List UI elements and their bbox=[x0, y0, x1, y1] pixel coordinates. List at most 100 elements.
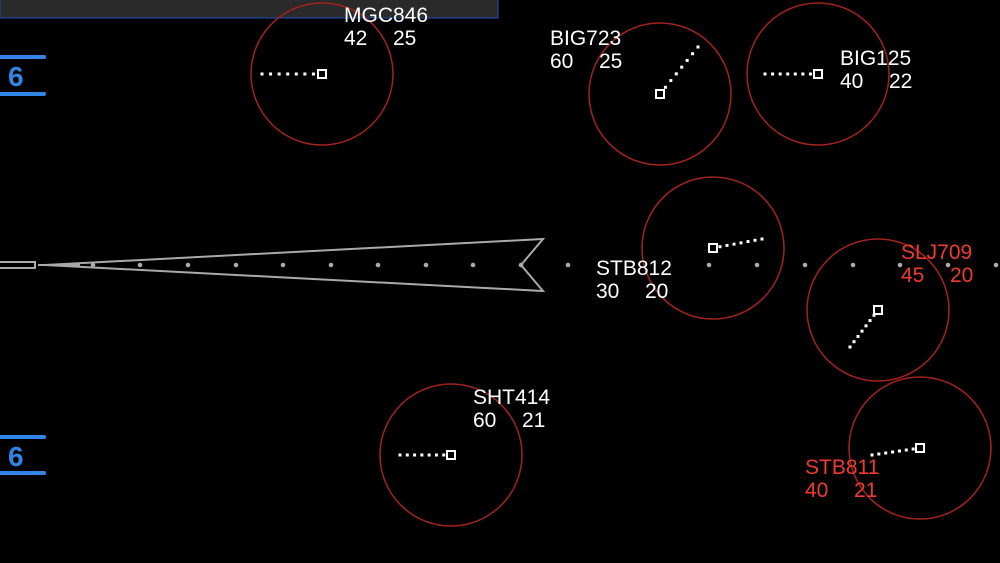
callsign[interactable]: MGC846 bbox=[344, 4, 428, 27]
history-dot bbox=[427, 453, 431, 457]
approach-dot bbox=[802, 262, 808, 268]
top-panel bbox=[0, 0, 499, 19]
history-dot bbox=[691, 52, 695, 56]
altitude-marker-label: 6 bbox=[8, 441, 24, 472]
aircraft-target-icon[interactable] bbox=[708, 243, 718, 253]
history-dot bbox=[897, 449, 901, 453]
separation-ring bbox=[641, 176, 785, 320]
history-dot bbox=[801, 72, 805, 76]
approach-dot bbox=[754, 262, 760, 268]
speed: 20 bbox=[645, 280, 668, 303]
approach-dot bbox=[185, 262, 191, 268]
history-dot bbox=[808, 72, 812, 76]
altitude: 60 bbox=[473, 409, 496, 432]
speed: 22 bbox=[889, 70, 912, 93]
altitude: 42 bbox=[344, 27, 367, 50]
history-dot bbox=[718, 245, 722, 249]
aircraft-target-icon[interactable] bbox=[317, 69, 327, 79]
history-dot bbox=[868, 319, 872, 323]
history-dot bbox=[771, 72, 775, 76]
history-dot bbox=[674, 72, 678, 76]
speed: 21 bbox=[522, 409, 545, 432]
altitude: 30 bbox=[596, 280, 619, 303]
runway-approach bbox=[0, 237, 546, 293]
aircraft-target-icon[interactable] bbox=[873, 305, 883, 315]
history-dot bbox=[753, 238, 757, 242]
history-dot bbox=[763, 72, 767, 76]
history-dot bbox=[732, 242, 736, 246]
history-dot bbox=[669, 79, 673, 83]
callsign[interactable]: SHT414 bbox=[473, 386, 550, 409]
history-dot bbox=[860, 329, 864, 333]
history-dot bbox=[398, 453, 402, 457]
history-dot bbox=[420, 453, 424, 457]
altitude: 40 bbox=[840, 70, 863, 93]
history-dot bbox=[739, 241, 743, 245]
speed: 25 bbox=[393, 27, 416, 50]
history-dot bbox=[294, 72, 298, 76]
separation-ring bbox=[848, 376, 992, 520]
aircraft-target-icon[interactable] bbox=[813, 69, 823, 79]
approach-dots bbox=[90, 262, 999, 268]
history-dot bbox=[680, 65, 684, 69]
approach-dot bbox=[565, 262, 571, 268]
approach-dot bbox=[945, 262, 951, 268]
history-dot bbox=[864, 324, 868, 328]
speed: 20 bbox=[950, 264, 973, 287]
history-dot bbox=[793, 72, 797, 76]
history-dot bbox=[434, 453, 438, 457]
history-dot bbox=[786, 72, 790, 76]
callsign[interactable]: STB811 bbox=[805, 456, 879, 479]
approach-dot bbox=[993, 262, 999, 268]
history-dot bbox=[260, 72, 264, 76]
altitude: 60 bbox=[550, 50, 573, 73]
history-dot bbox=[884, 451, 888, 455]
approach-dot bbox=[280, 262, 286, 268]
approach-cone bbox=[44, 237, 546, 293]
altitude-marker: 6 bbox=[0, 55, 46, 96]
callsign[interactable]: BIG723 bbox=[550, 27, 621, 50]
history-dot bbox=[696, 45, 700, 49]
history-dot bbox=[877, 452, 881, 456]
callsign[interactable]: SLJ709 bbox=[901, 241, 972, 264]
aircraft-target-icon[interactable] bbox=[655, 89, 665, 99]
history-dot bbox=[277, 72, 281, 76]
history-dot bbox=[904, 448, 908, 452]
approach-dot bbox=[233, 262, 239, 268]
separation-ring bbox=[379, 383, 523, 527]
approach-dot bbox=[90, 262, 96, 268]
history-dot bbox=[852, 340, 856, 344]
history-dot bbox=[442, 453, 446, 457]
history-dot bbox=[663, 85, 667, 89]
history-dot bbox=[870, 453, 874, 457]
aircraft-target-icon[interactable] bbox=[446, 450, 456, 460]
history-dot bbox=[760, 237, 764, 241]
speed: 25 bbox=[599, 50, 622, 73]
approach-dot bbox=[423, 262, 429, 268]
callsign[interactable]: STB812 bbox=[596, 257, 672, 280]
approach-dot bbox=[375, 262, 381, 268]
separation-ring bbox=[250, 2, 394, 146]
approach-dot bbox=[137, 262, 143, 268]
separation-ring bbox=[746, 2, 890, 146]
callsign[interactable]: BIG125 bbox=[840, 47, 911, 70]
aircraft-target-icon[interactable] bbox=[915, 443, 925, 453]
history-dot bbox=[286, 72, 290, 76]
history-dot bbox=[891, 450, 895, 454]
separation-ring bbox=[588, 22, 732, 166]
history-dot bbox=[413, 453, 417, 457]
speed: 21 bbox=[854, 479, 877, 502]
approach-dot bbox=[328, 262, 334, 268]
runway bbox=[0, 261, 36, 269]
approach-dot bbox=[850, 262, 856, 268]
history-dot bbox=[872, 313, 876, 317]
history-dot bbox=[311, 72, 315, 76]
